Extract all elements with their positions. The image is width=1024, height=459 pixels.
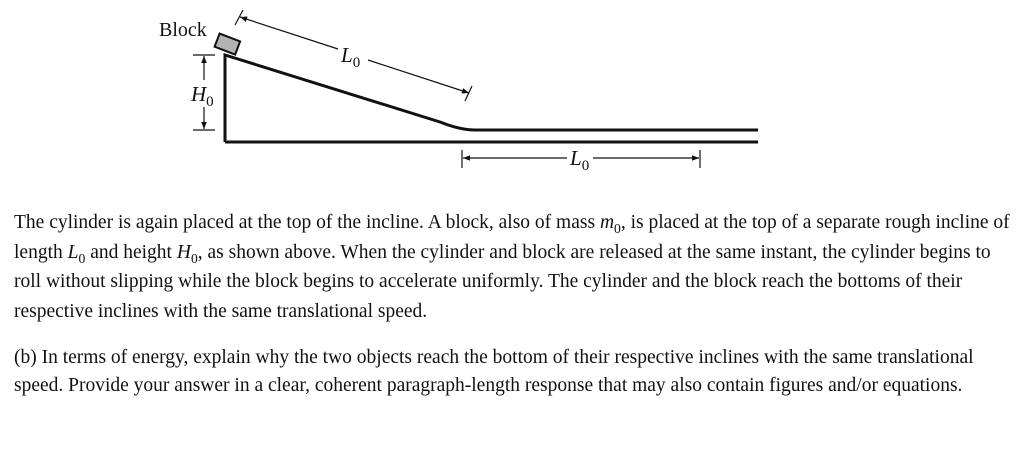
block-label: Block <box>159 19 207 41</box>
ramp-surface <box>223 52 758 142</box>
problem-description: The cylinder is again placed at the top … <box>14 212 1010 322</box>
incline-length-dimension: L0 <box>234 9 473 102</box>
mass-symbol: m0 <box>599 212 621 236</box>
question-b: (b) In terms of energy, explain why the … <box>14 347 974 396</box>
incline-diagram: Block H0 L0 L0 <box>159 9 758 174</box>
svg-text:L0: L0 <box>569 146 589 174</box>
length-symbol: L0 <box>67 241 86 266</box>
block-shape <box>213 32 242 56</box>
svg-text:H0: H0 <box>190 82 214 110</box>
height-symbol: H0 <box>176 241 198 266</box>
svg-text:L0: L0 <box>340 43 360 71</box>
flat-length-dimension: L0 <box>461 146 701 174</box>
height-dimension: H0 <box>190 54 215 131</box>
